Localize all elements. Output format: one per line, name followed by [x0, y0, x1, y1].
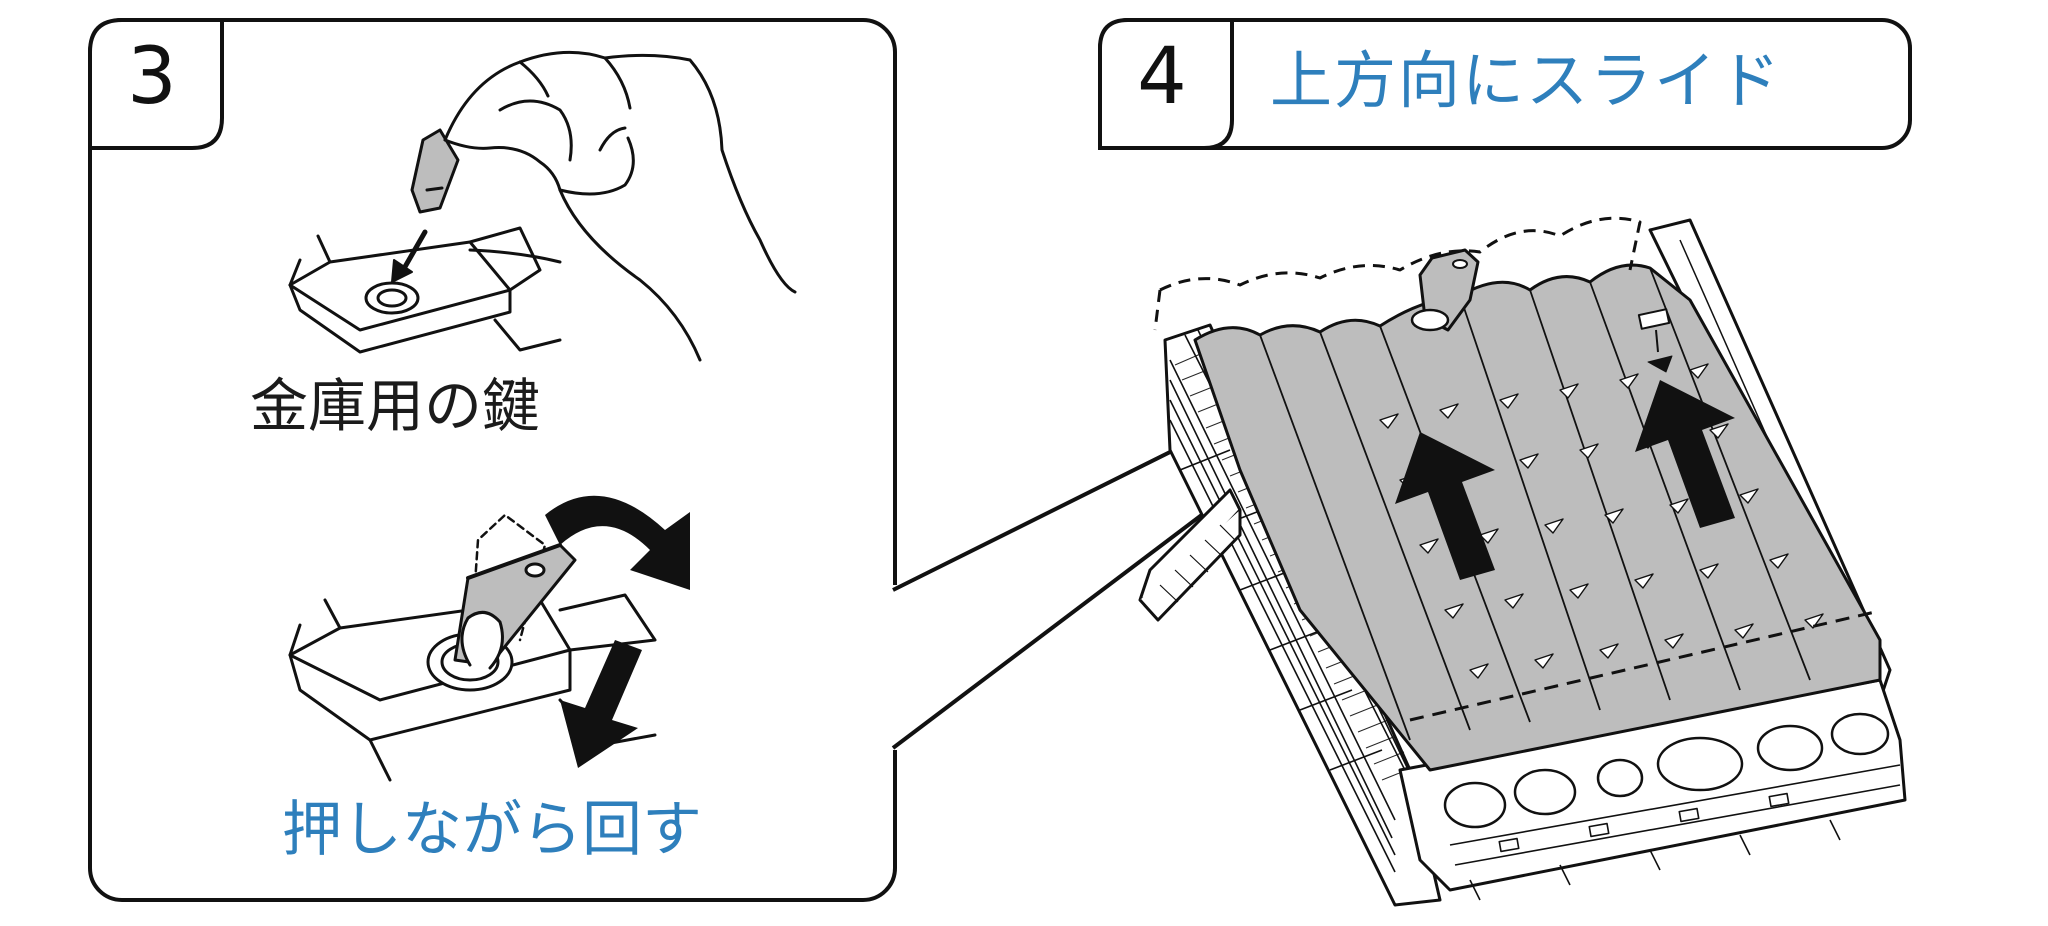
hand-with-key-illustration	[288, 50, 797, 362]
step4-number: 4	[1137, 32, 1187, 122]
turn-arrow-icon	[545, 495, 690, 590]
push-turn-caption: 押しながら回す	[282, 795, 702, 865]
device-illustration	[1138, 216, 1907, 907]
step3-number-tab	[88, 18, 224, 150]
step4-number-tab	[1098, 18, 1234, 150]
push-down-arrow-icon	[560, 640, 642, 768]
step3-frame	[88, 18, 897, 902]
slide-up-arrow-icon-right	[1635, 380, 1735, 528]
cover-slide-outline	[1153, 216, 1642, 331]
step3-panel	[88, 18, 900, 902]
step4-panel	[1098, 18, 1912, 907]
step3-number: 3	[127, 32, 177, 122]
slide-up-arrow-icon-left	[1395, 432, 1495, 580]
step4-title: 上方向にスライド	[1270, 44, 1783, 117]
push-turn-illustration	[288, 513, 657, 782]
safe-key-caption: 金庫用の鍵	[250, 372, 541, 440]
